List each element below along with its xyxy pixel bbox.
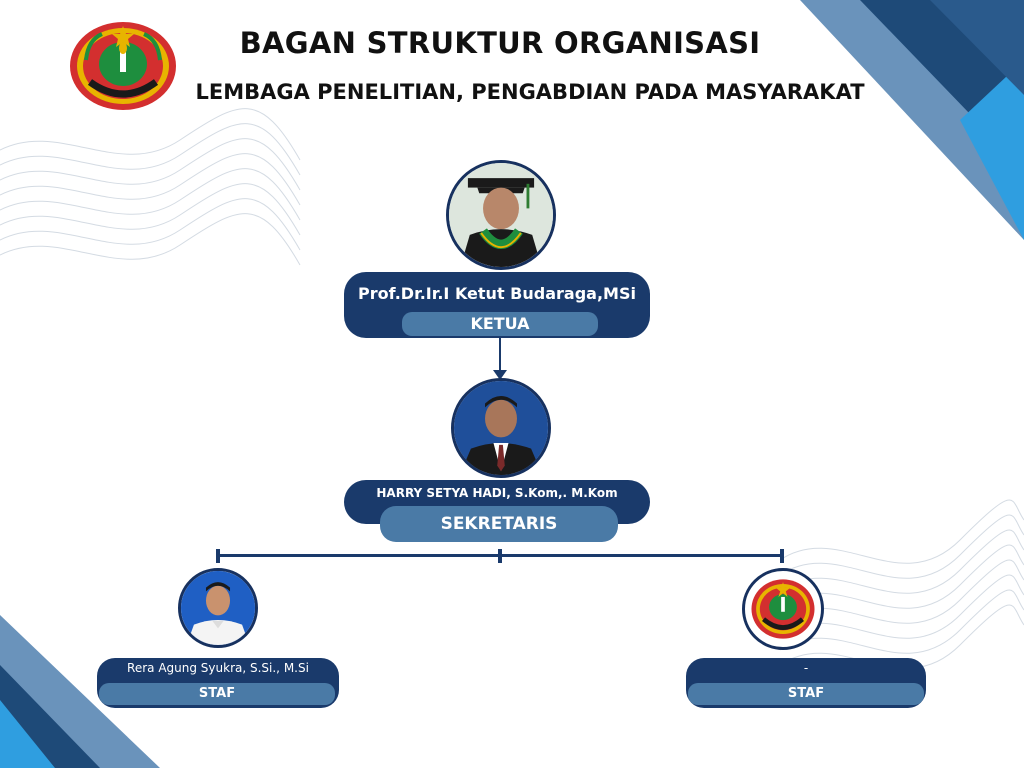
ketua-card: Prof.Dr.Ir.I Ketut Budaraga,MSi KETUA bbox=[344, 272, 650, 338]
staf-right-photo bbox=[742, 568, 824, 650]
ketua-role: KETUA bbox=[402, 312, 598, 336]
connector-tick-right bbox=[780, 549, 784, 563]
sekretaris-name: HARRY SETYA HADI, S.Kom,. M.Kom bbox=[376, 486, 618, 500]
chart-subtitle: LEMBAGA PENELITIAN, PENGABDIAN PADA MASY… bbox=[195, 80, 865, 104]
staf-left-name: Rera Agung Syukra, S.Si., M.Si bbox=[127, 661, 309, 675]
staf-left-role: STAF bbox=[99, 683, 335, 705]
sekretaris-role: SEKRETARIS bbox=[380, 506, 618, 542]
sekretaris-photo bbox=[451, 378, 551, 478]
arrow-down-icon bbox=[493, 370, 507, 380]
university-emblem-icon bbox=[68, 20, 178, 112]
staf-left-photo bbox=[178, 568, 258, 648]
connector-tick-center bbox=[498, 549, 502, 563]
connector-tick-left bbox=[216, 549, 220, 563]
staf-left-card: Rera Agung Syukra, S.Si., M.Si STAF bbox=[97, 658, 339, 708]
staf-right-card: - STAF bbox=[686, 658, 926, 708]
staf-right-name: - bbox=[803, 661, 809, 675]
ketua-name: Prof.Dr.Ir.I Ketut Budaraga,MSi bbox=[358, 284, 636, 303]
staf-right-role: STAF bbox=[688, 683, 924, 705]
chart-title: BAGAN STRUKTUR ORGANISASI bbox=[239, 26, 761, 60]
ketua-photo bbox=[446, 160, 556, 270]
university-emblem-icon bbox=[751, 579, 815, 639]
connector-ketua-sekretaris bbox=[499, 338, 501, 376]
